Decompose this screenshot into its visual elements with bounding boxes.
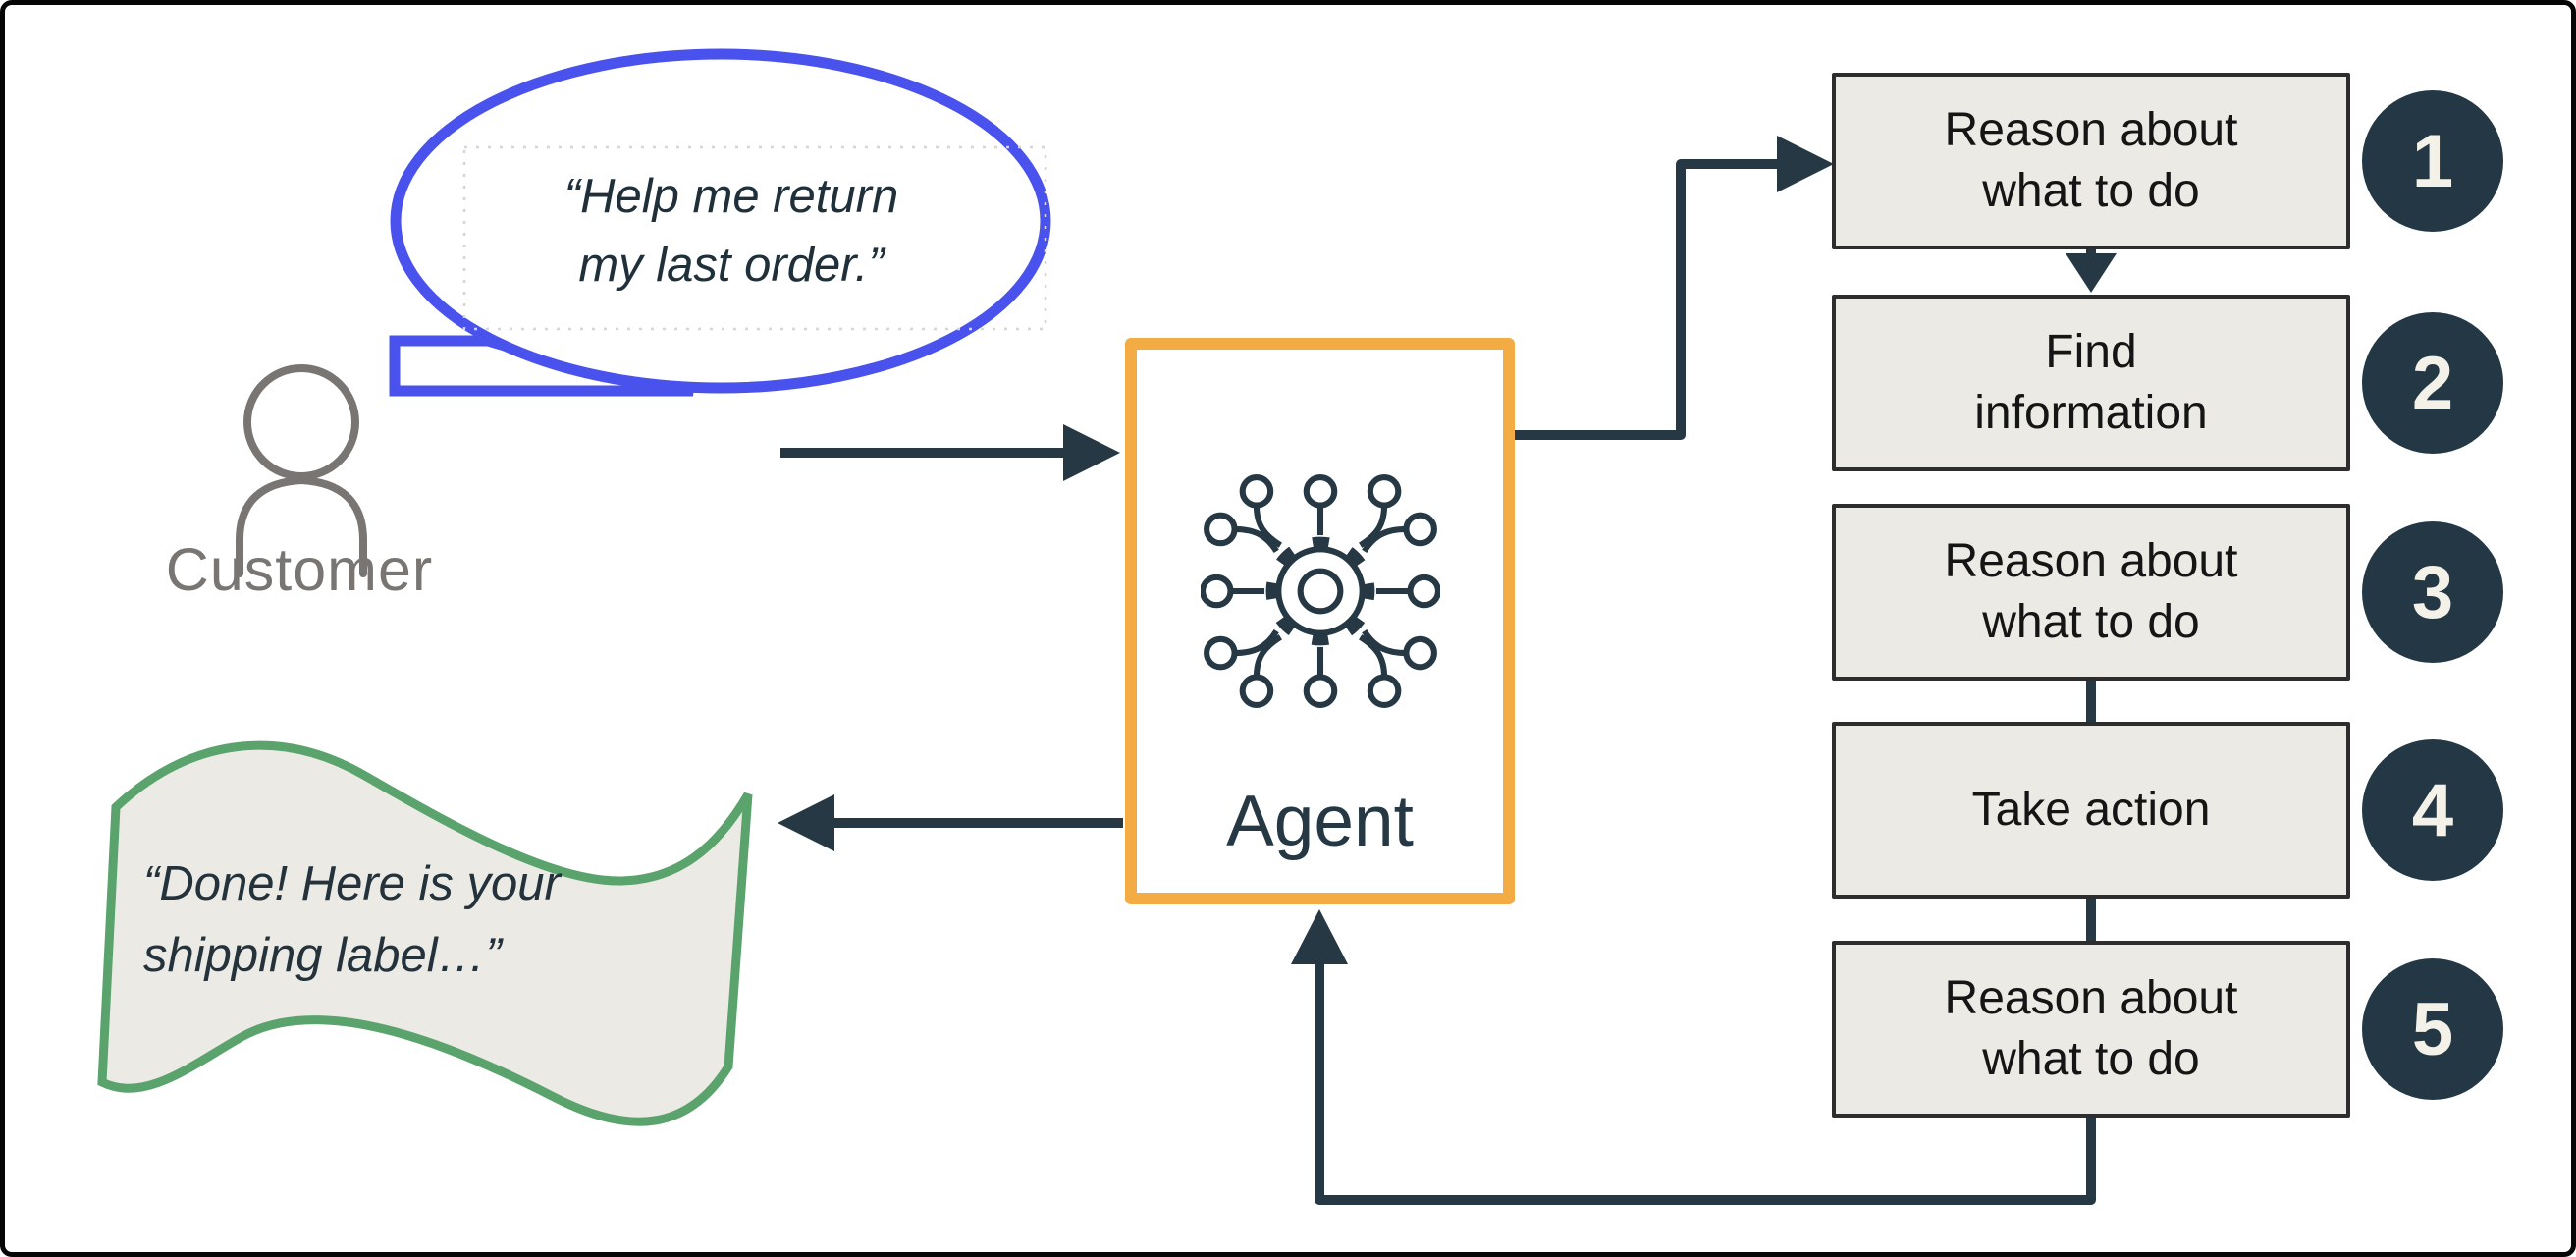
ai-chip-gear-icon	[1200, 474, 1440, 708]
step-label: Reason about what to do	[1944, 103, 2238, 217]
arrow-agent-to-customer	[778, 794, 1123, 851]
step-box-3: Reason about what to do	[1832, 504, 2350, 681]
step-box-5: Reason about what to do	[1832, 941, 2350, 1118]
step-badge-5: 5	[2362, 958, 2503, 1100]
arrow-customer-to-agent	[780, 424, 1120, 481]
step-label: Find information	[1974, 325, 2208, 439]
step-label: Take action	[1971, 783, 2211, 836]
step-box-1: Reason about what to do	[1832, 73, 2350, 249]
response-banner-shape	[97, 740, 753, 1126]
agent-label: Agent	[1226, 781, 1414, 861]
arrow-agent-to-step1	[1515, 136, 1834, 440]
step-box-4: Take action	[1832, 722, 2350, 899]
text-frame-dotted-border	[462, 145, 1047, 331]
step-badge-3: 3	[2362, 521, 2503, 663]
arrow-step1-to-step2	[2066, 249, 2117, 293]
step-label: Reason about what to do	[1944, 534, 2238, 648]
step-badge-2: 2	[2362, 312, 2503, 454]
step-box-2: Find information	[1832, 295, 2350, 471]
customer-label: Customer	[165, 536, 434, 603]
arrow-step5-to-agent	[1291, 909, 2096, 1205]
response-banner-text: “Done! Here is your shipping label…”	[143, 856, 561, 983]
agent-box: Agent	[1125, 338, 1515, 904]
speech-bubble	[390, 48, 1051, 394]
step-badge-4: 4	[2362, 739, 2503, 881]
step-badge-1: 1	[2362, 90, 2503, 232]
speech-bubble-text: “Help me return my last order.”	[564, 169, 899, 292]
customer-icon	[236, 364, 367, 577]
step-label: Reason about what to do	[1944, 971, 2238, 1085]
